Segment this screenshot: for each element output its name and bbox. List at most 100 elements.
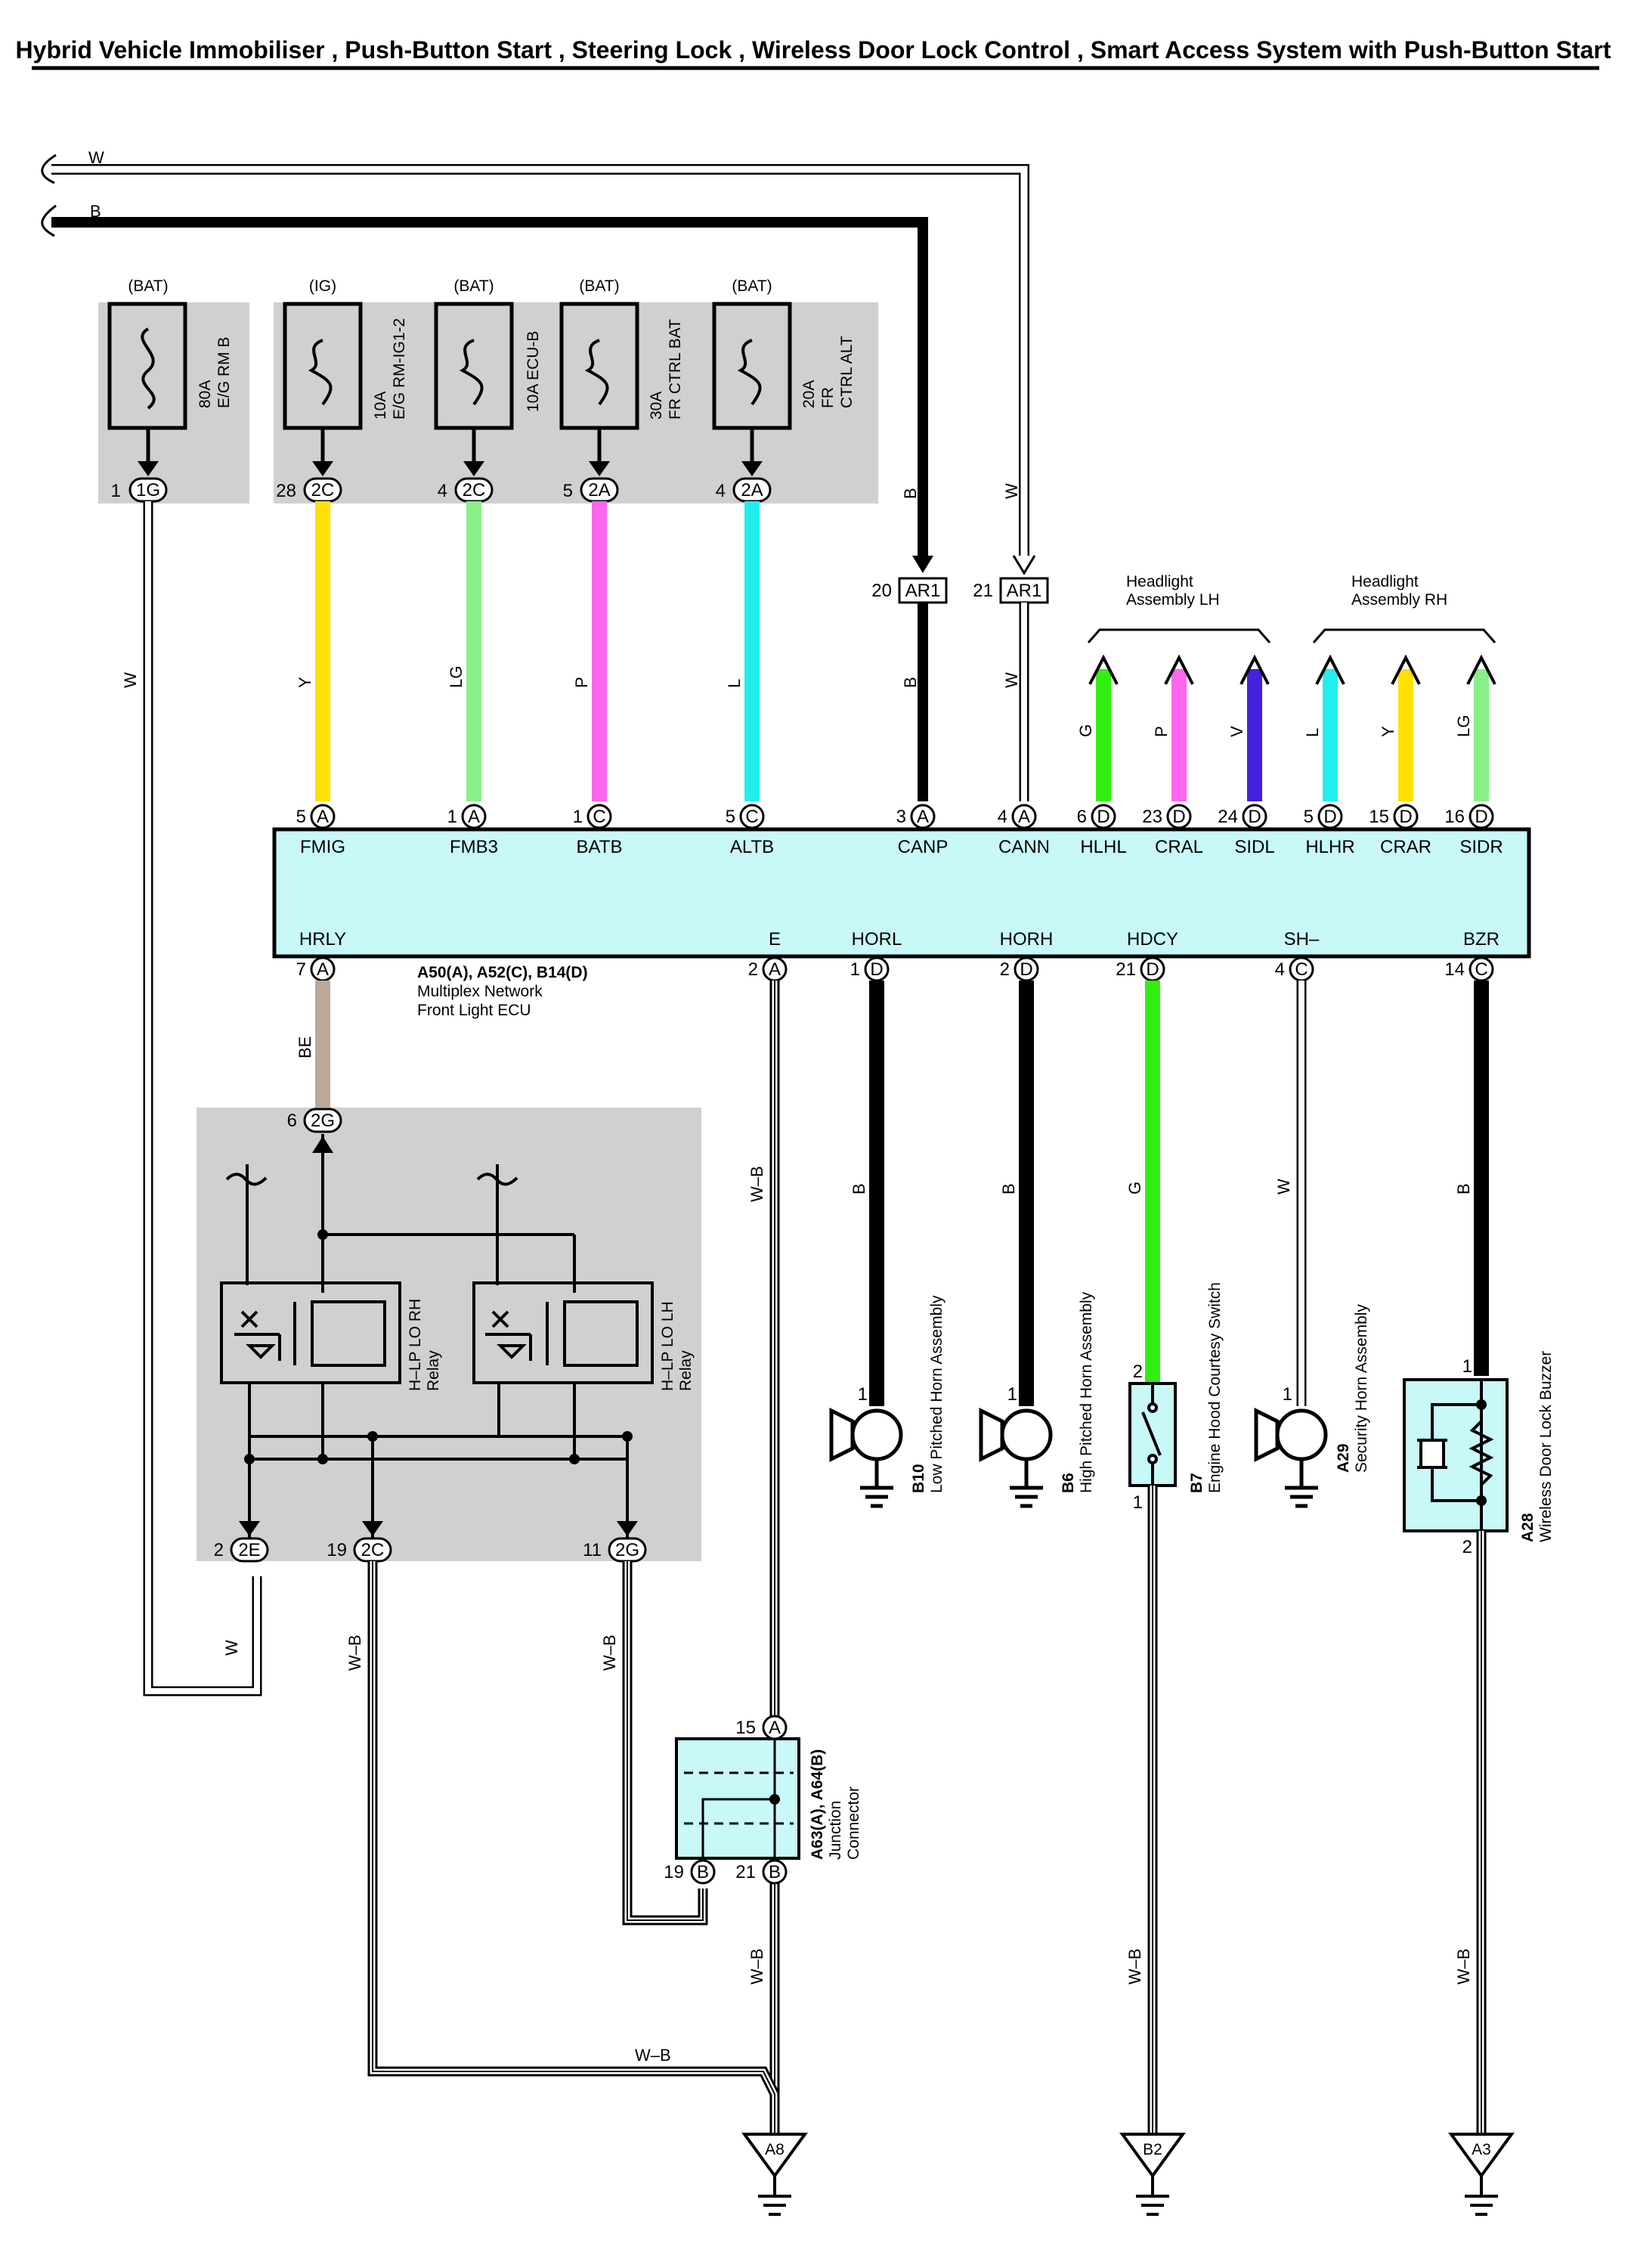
- relay-bottom-connectors: [230, 1521, 647, 1563]
- junction-pin-br: [762, 1859, 788, 1885]
- ecu-top-pin-num: 4: [998, 807, 1007, 827]
- wire-wb-b7-label: W–B: [1125, 1948, 1144, 1984]
- ecu-top-signal-label: CRAL: [1155, 837, 1203, 857]
- horn-icon: [1000, 1408, 1053, 1461]
- wire-be-label: BE: [296, 1036, 314, 1058]
- ecu-top-pin-conn: D: [1097, 807, 1110, 827]
- arrow: [138, 461, 159, 476]
- ecu-name-2: Multiplex Network: [417, 983, 543, 1000]
- relay-junctions: [244, 1229, 633, 1464]
- fuse-3-label: 10A ECU-B: [525, 331, 542, 412]
- wire-wb-2c-stripe: [372, 1561, 775, 2095]
- wire-wb-e-label: W–B: [747, 1166, 766, 1202]
- ground-a3: [1448, 2133, 1515, 2216]
- ecu-top-signal-label: BATB: [577, 837, 623, 857]
- ecu-top-pin-marker: [1317, 804, 1343, 829]
- fuse-1-conn: 1G: [136, 480, 160, 500]
- ecu-bottom-pin-conn: D: [870, 959, 883, 980]
- headlight-rh-label-2: Assembly RH: [1351, 591, 1447, 609]
- ecu-name-3: Front Light ECU: [417, 1002, 531, 1019]
- fuse-4-name: FR CTRL BAT: [667, 319, 684, 420]
- ecu-top-signal-label: FMB3: [450, 837, 498, 857]
- fuse-5-name-1: FR: [819, 387, 837, 408]
- fuse-2-rating: 10A: [372, 392, 389, 420]
- ecu-bottom-signal-label: SH–: [1284, 929, 1320, 950]
- hl-wire-lg: LG: [1454, 715, 1473, 737]
- a29-name: Security Horn Assembly: [1353, 1304, 1370, 1473]
- junction-pin-bl-num: 19: [664, 1862, 684, 1882]
- ecu-bottom-signal-label: HORL: [852, 929, 902, 950]
- fuse-3-source: (BAT): [453, 277, 494, 295]
- ground-a3-label: A3: [1472, 2141, 1491, 2158]
- b6-name: High Pitched Horn Assembly: [1078, 1291, 1095, 1493]
- horn-icon: [1275, 1408, 1328, 1461]
- ecu-name-1: A50(A), A52(C), B14(D): [417, 964, 588, 981]
- fuse-5-rating: 20A: [800, 380, 818, 408]
- relay-b1-conn: 2E: [238, 1540, 260, 1560]
- fuse-box-1-bg: [98, 302, 249, 503]
- ecu-top-pin-marker: [1011, 804, 1037, 829]
- ecu-top-pin-conn: A: [468, 807, 480, 827]
- ecu-top-pin-conn: C: [745, 807, 758, 827]
- conn-oval: [230, 1537, 269, 1563]
- relay-b2-conn: 2C: [361, 1540, 385, 1560]
- headlight-lh-label-1: Headlight: [1126, 573, 1193, 590]
- fuse-5-source: (BAT): [732, 277, 772, 295]
- relay-b3-conn: 2G: [615, 1540, 639, 1560]
- b10-code: B10: [910, 1464, 927, 1493]
- ecu-bottom-pin-num: 2: [748, 959, 758, 980]
- ecu-bottom-pin-conn: D: [1146, 959, 1159, 980]
- ecu-top-signal-label: HLHR: [1305, 837, 1354, 857]
- junction-conn-top: A: [769, 1718, 781, 1738]
- ecu-bottom-signal-label: BZR: [1463, 929, 1499, 950]
- ecu-top-pin-num: 1: [573, 807, 583, 827]
- b7-pin-bottom: 1: [1133, 1492, 1143, 1513]
- ecu-body: [272, 827, 1531, 959]
- junction-pin-top-num: 15: [735, 1718, 756, 1738]
- headlight-rh-label-1: Headlight: [1351, 573, 1419, 590]
- wire-wb-2g-stripe: [627, 1561, 704, 1921]
- wire-b-horl-label: B: [850, 1183, 868, 1194]
- ecu-top-pin-conn: D: [1172, 807, 1185, 827]
- headlight-lh-bracket: [1087, 628, 1271, 643]
- arrow: [312, 461, 333, 476]
- ecu-top-pin-num: 15: [1369, 807, 1389, 827]
- hl-wire-v: V: [1227, 726, 1246, 737]
- ecu-bottom-pin-conn: C: [1295, 959, 1308, 980]
- fuse-2-name: E/G RM-IG1-2: [391, 318, 408, 420]
- wire-wb-2g-label: W–B: [600, 1634, 619, 1671]
- a28-code: A28: [1519, 1513, 1537, 1542]
- hl-wire-y: Y: [1379, 726, 1397, 737]
- fuse-1-rating: 80A: [197, 380, 214, 408]
- ecu-bottom-pin-num: 4: [1275, 959, 1285, 980]
- ecu-top-pin-num: 3: [896, 807, 906, 827]
- horn-icon: [850, 1408, 903, 1461]
- headlight-lh-label-2: Assembly LH: [1126, 591, 1220, 609]
- ground-a8: [741, 2133, 808, 2216]
- fuse-3-icon: [459, 339, 484, 406]
- wire-g-hdcy-label: G: [1125, 1182, 1144, 1194]
- wire-wb-2c-label: W–B: [345, 1634, 364, 1671]
- ecu-top-pin-num: 5: [726, 807, 735, 827]
- ecu-top-pin-conn: D: [1475, 807, 1487, 827]
- hl-wire-p: P: [1152, 726, 1171, 737]
- fuse-1-source: (BAT): [128, 277, 168, 295]
- ecu-top-signal-label: CANN: [998, 837, 1050, 857]
- can-ar1-conn-1: AR1: [905, 581, 941, 601]
- ecu-bottom-pin-conn: C: [1475, 959, 1487, 980]
- ecu-bottom-pin-num: 14: [1444, 959, 1465, 980]
- wire-p-label: P: [572, 677, 591, 688]
- wire-l-label: L: [725, 679, 744, 688]
- headlight-wires: [1088, 654, 1496, 801]
- arrow: [1466, 654, 1496, 685]
- b10-name: Low Pitched Horn Assembly: [928, 1295, 945, 1493]
- wire-wb-a28-label: W–B: [1454, 1948, 1473, 1984]
- wire-b-horh-label: B: [999, 1183, 1018, 1194]
- ecu-top-pin-marker: [910, 804, 936, 829]
- ecu-top-pin-marker: [586, 804, 612, 829]
- b6-code: B6: [1060, 1473, 1077, 1493]
- fuse-4-source: (BAT): [579, 277, 619, 295]
- top-wire-w-label: W: [88, 148, 104, 167]
- ecu-top-pin-conn: A: [317, 807, 329, 827]
